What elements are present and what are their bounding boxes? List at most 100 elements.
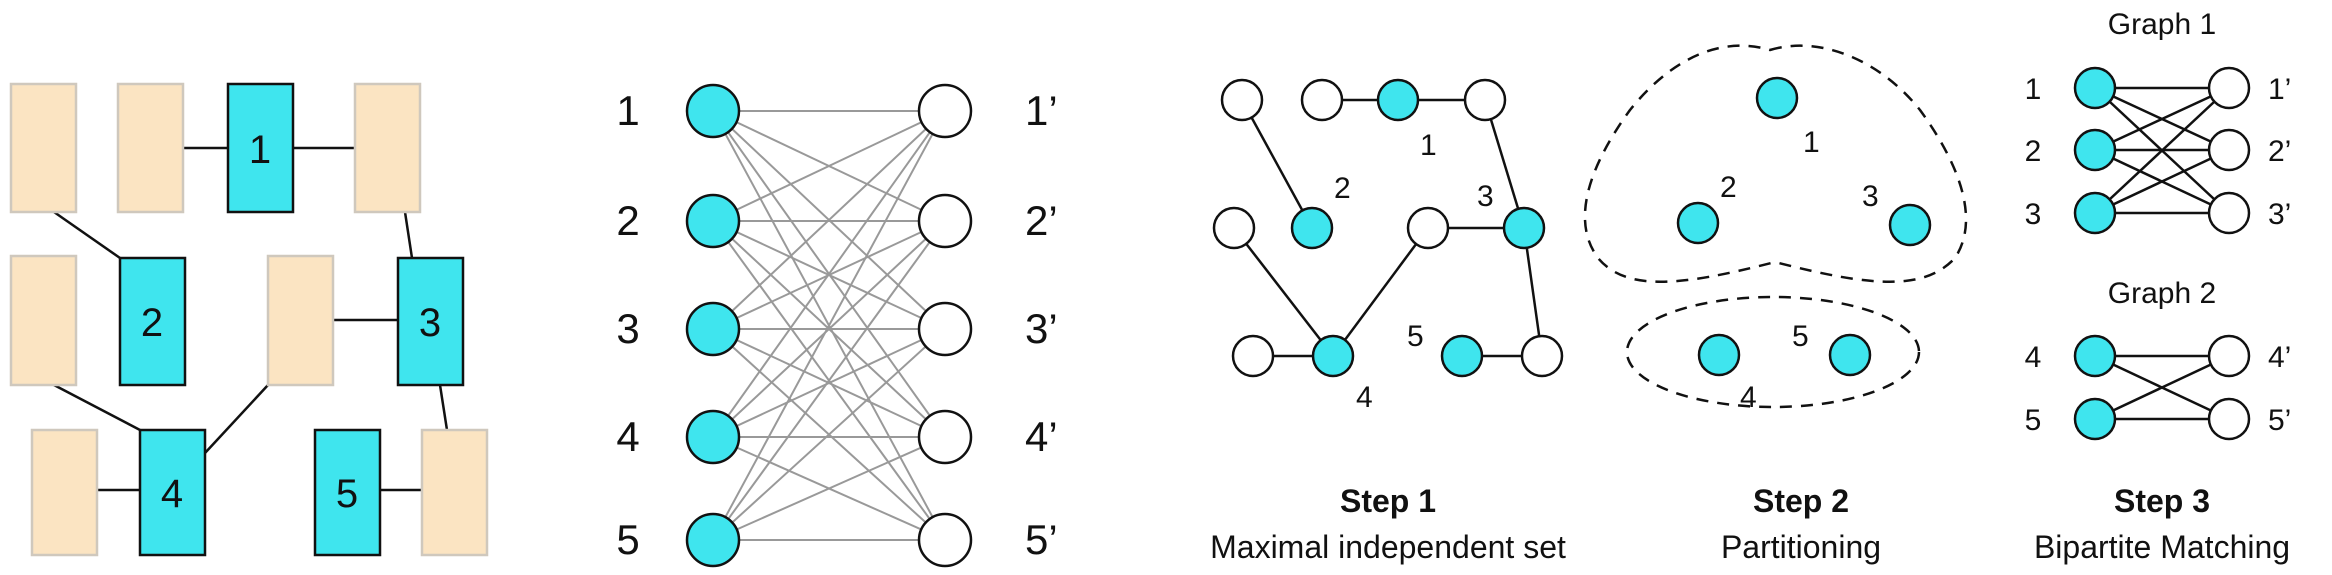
right-node-label: 1’ [1025,87,1058,134]
bipartite-edges [712,110,946,541]
bipartite-edge [712,220,946,541]
white-node [2207,128,2251,172]
cyan-node [2073,128,2117,172]
right-node [917,512,973,568]
step3-nodes [2073,66,2251,441]
left-node [685,193,741,249]
node-label: 3 [2025,198,2042,231]
graph-edge [1233,227,1334,357]
cyan-node [1440,334,1484,378]
node-label: 5 [1792,320,1809,353]
node-label: 4’ [2268,341,2291,374]
graph-edge [1240,99,1314,229]
graph-edge [2094,148,2230,215]
bipartite-edge [712,110,946,222]
white-node [1406,206,1450,250]
graph-edge [2094,354,2230,421]
peach-block [116,82,185,214]
graph-edge [2094,87,2230,214]
connector-line [53,383,141,432]
bipartite-nodes [685,83,973,568]
peach-block [30,428,99,557]
white-node [1300,78,1344,122]
cyan-node [2073,334,2117,378]
white-node [2207,334,2251,378]
block-3-label: 3 [419,301,441,345]
white-node [1231,334,1275,378]
node-label: 2 [1720,171,1737,204]
connector-line [204,384,269,454]
right-node-label: 3’ [1025,305,1058,352]
node-label: 1 [2025,73,2042,106]
peach-block [9,254,78,387]
white-node [1520,334,1564,378]
node-label: 3 [1477,180,1494,213]
cyan-node [2073,191,2117,235]
block-1 [226,82,295,214]
step1-title: Step 1 [1340,483,1436,519]
cyan-blocks [118,82,465,557]
step1-edges [1233,98,1544,358]
step2-partitions [1583,44,1968,409]
step2-caption: Partitioning [1721,529,1881,565]
block-4 [138,428,207,557]
node-label: 4 [2025,341,2042,374]
graph-edge [1522,227,1544,357]
peach-block [353,82,422,214]
block-5-label: 5 [336,472,358,516]
white-node [1220,78,1264,122]
graph-edge [2094,86,2230,152]
left-node-label: 2 [616,197,639,244]
right-node [917,83,973,139]
step2-title: Step 2 [1753,483,1849,519]
right-node-label: 5’ [1025,516,1058,563]
cyan-node [1697,333,1741,377]
graph1-edges [2094,86,2230,215]
node-label: 5 [1407,320,1424,353]
partition-boundary [1625,295,1921,409]
left-node [685,512,741,568]
bipartite-edge [712,220,946,438]
graph-edge [1331,227,1430,357]
cyan-node [1828,333,1872,377]
left-node [685,301,741,357]
cyan-node [1502,206,1546,250]
white-node [1212,206,1256,250]
node-label: 1 [1803,126,1820,159]
block-3 [396,256,465,387]
left-node [685,83,741,139]
step1-nodes [1212,78,1564,378]
cyan-node [1755,76,1799,120]
peach-block [9,82,78,214]
bipartite-edge [712,328,946,438]
right-node-label: 4’ [1025,413,1058,460]
partition-boundary [1583,44,1968,283]
bipartite-edge [712,110,946,438]
node-label: 2 [1334,172,1351,205]
block-2 [118,256,187,387]
connector-line [53,210,121,260]
right-node [917,193,973,249]
graph1-title: Graph 1 [2108,8,2216,41]
white-node [2207,191,2251,235]
node-label: 5’ [2268,404,2291,437]
cyan-node [2073,397,2117,441]
block-1-label: 1 [249,128,271,172]
graph-edge [1483,99,1526,229]
node-label: 1 [1420,129,1437,162]
left-node-label: 1 [616,87,639,134]
cyan-node [2073,66,2117,110]
node-label: 4 [1356,381,1373,414]
graph2-title: Graph 2 [2108,277,2216,310]
block-5 [313,428,382,557]
peach-block [420,428,489,557]
right-node [917,301,973,357]
node-label: 1’ [2268,73,2291,106]
bipartite-edge [712,436,946,541]
right-node [917,409,973,465]
peach-blocks [9,82,489,557]
panel-block-layout [53,146,449,492]
white-node [1463,78,1507,122]
white-node [2207,397,2251,441]
